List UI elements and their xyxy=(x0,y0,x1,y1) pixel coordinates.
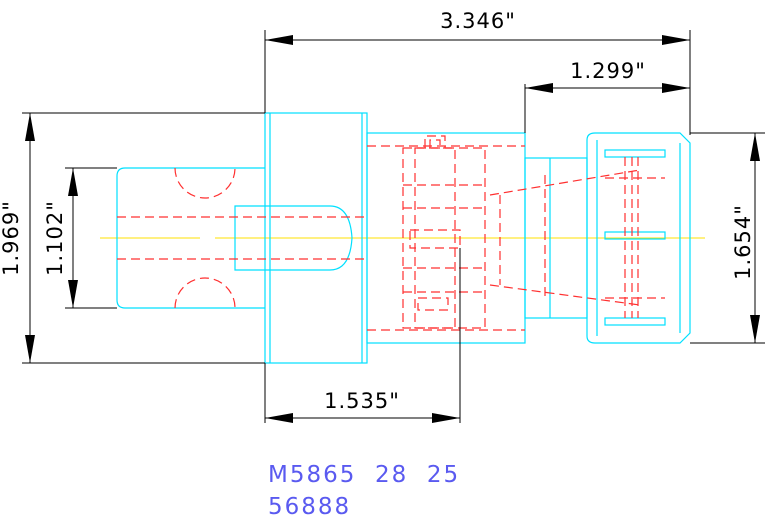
inner-plug xyxy=(234,205,353,271)
dimension-lines xyxy=(22,30,765,423)
connector-pin-bottom xyxy=(604,317,666,326)
connector-pin-top xyxy=(604,149,666,158)
part-number-line2: 56888 xyxy=(268,494,351,520)
dim-connector-height: 1.654" xyxy=(731,204,755,280)
port-outline xyxy=(116,167,265,309)
connector-body xyxy=(586,132,691,344)
part-number-line1: M5865 28 25 xyxy=(268,462,460,488)
connector-pin-mid xyxy=(604,231,666,240)
dim-overall-height: 1.969" xyxy=(0,200,23,276)
dim-port-height: 1.102" xyxy=(43,200,67,276)
hidden-lines xyxy=(117,135,665,331)
dim-hex-to-center: 1.535" xyxy=(324,389,400,413)
dim-connector-length: 1.299" xyxy=(570,59,646,83)
dim-overall-length: 3.346" xyxy=(440,9,516,33)
